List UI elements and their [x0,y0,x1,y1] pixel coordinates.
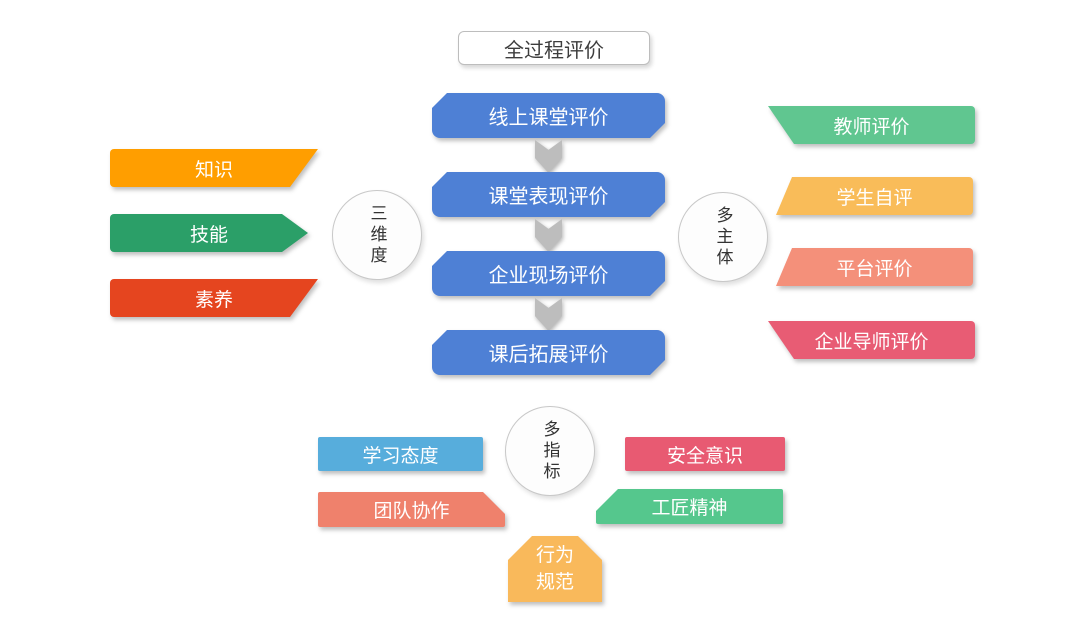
dimension-item-quality: 素养 [110,279,318,317]
banner-label: 课堂表现评价 [488,184,609,208]
banner-shape: 安全意识 [625,437,785,471]
chevron-down-icon [535,298,562,331]
banner-label: 教师评价 [833,115,910,138]
banner-shape: 课后拓展评价 [432,330,665,375]
banner-shape: 课堂表现评价 [432,172,665,217]
group-circle-indicators: 多指标 [505,406,595,496]
banner-shape: 企业导师评价 [768,321,975,359]
flow-arrow-3 [535,298,562,331]
process-step-online-class: 线上课堂评价 [432,93,665,138]
banner-label: 平台评价 [836,257,913,280]
banner-shape: 行为 规范 [508,536,602,602]
circle-label: 多主体 [712,205,733,269]
subject-item-platform: 平台评价 [776,248,973,286]
circle-label: 多指标 [539,419,560,483]
dimension-item-knowledge: 知识 [110,149,318,187]
diagram-title: 全过程评价 [458,31,650,65]
banner-shape: 知识 [110,149,318,187]
banner-label: 素养 [194,288,233,311]
banner-shape: 平台评价 [776,248,973,286]
banner-label: 企业导师评价 [814,330,929,353]
group-circle-dimensions: 三维度 [332,190,422,280]
indicator-item-craftsman-spirit: 工匠精神 [596,489,783,524]
process-step-class-performance: 课堂表现评价 [432,172,665,217]
banner-label: 工匠精神 [651,497,728,519]
dimension-item-skill: 技能 [110,214,308,252]
banner-shape: 素养 [110,279,318,317]
banner-label: 技能 [189,223,228,246]
indicator-item-behavior-norms: 行为 规范 [508,536,602,602]
banner-shape: 团队协作 [318,492,505,527]
indicator-item-safety-awareness: 安全意识 [625,437,785,471]
process-step-enterprise-site: 企业现场评价 [432,251,665,296]
banner-label: 行为 规范 [535,544,574,593]
process-step-after-class: 课后拓展评价 [432,330,665,375]
diagram-title-label: 全过程评价 [504,37,604,62]
indicator-item-teamwork: 团队协作 [318,492,505,527]
indicator-item-learning-attitude: 学习态度 [318,437,483,471]
flow-arrow-2 [535,219,562,252]
chevron-down-icon [535,140,562,173]
banner-label: 团队协作 [373,500,450,522]
banner-label: 课后拓展评价 [488,342,609,366]
chevron-down-icon [535,219,562,252]
banner-shape: 教师评价 [768,106,975,144]
banner-shape: 技能 [110,214,308,252]
banner-label: 安全意识 [666,444,743,467]
flow-arrow-1 [535,140,562,173]
subject-item-teacher: 教师评价 [768,106,975,144]
banner-shape: 企业现场评价 [432,251,665,296]
banner-shape: 学习态度 [318,437,483,471]
banner-label: 学习态度 [362,444,439,467]
group-circle-subjects: 多主体 [678,192,768,282]
banner-shape: 学生自评 [776,177,973,215]
banner-label: 线上课堂评价 [488,105,609,129]
subject-item-enterprise-mentor: 企业导师评价 [768,321,975,359]
circle-label: 三维度 [366,203,387,267]
banner-shape: 线上课堂评价 [432,93,665,138]
banner-shape: 工匠精神 [596,489,783,524]
banner-label: 学生自评 [836,186,913,209]
subject-item-student-self: 学生自评 [776,177,973,215]
banner-label: 企业现场评价 [488,263,609,287]
banner-label: 知识 [194,158,233,181]
